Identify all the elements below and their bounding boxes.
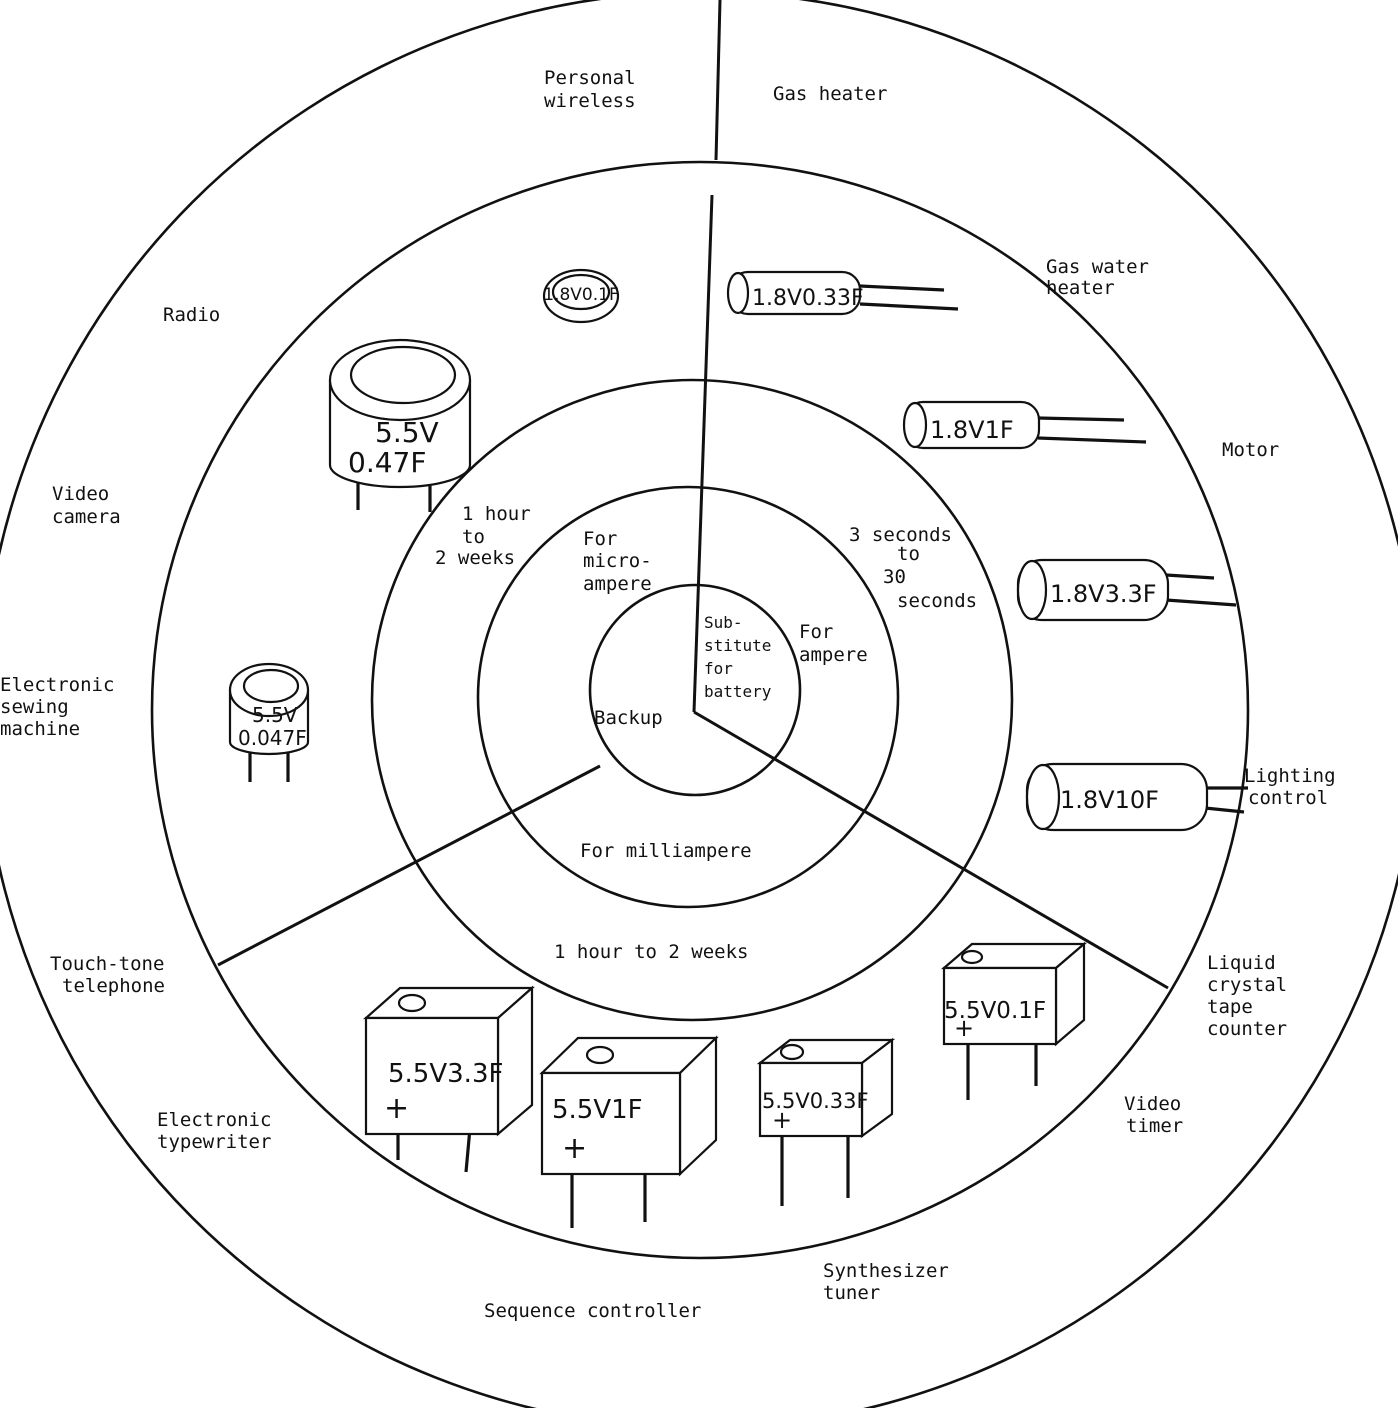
box-capacitor-1: 5.5V3.3F + xyxy=(363,985,535,1173)
box-capacitor-2: 5.5V1F + xyxy=(539,1035,719,1228)
divider-right xyxy=(693,710,1169,990)
cylinder-capacitor-1: 1.8V0.33F xyxy=(726,270,959,316)
center-backup: Backup xyxy=(594,707,663,729)
first-ring xyxy=(476,485,900,909)
cylinder-capacitor-1-rating: 1.8V0.33F xyxy=(752,286,864,311)
coin-capacitor: 1.8V0.1F xyxy=(542,268,620,324)
box-capacitor-1-plus: + xyxy=(384,1091,409,1126)
box-capacitor-2-plus: + xyxy=(562,1131,587,1166)
divider-left xyxy=(217,764,601,967)
label-motor: Motor xyxy=(1222,439,1279,461)
cylinder-capacitor-2-rating: 1.8V1F xyxy=(930,416,1014,444)
box-capacitor-3-rating: 5.5V0.33F xyxy=(762,1089,869,1113)
box-capacitor-4: 5.5V0.1F + xyxy=(941,941,1087,1100)
cylinder-capacitor-3-rating: 1.8V3.3F xyxy=(1050,580,1157,608)
sector-dividers xyxy=(217,0,1169,990)
divider-top-outer xyxy=(714,0,722,161)
center-ring xyxy=(588,583,802,797)
label-radio: Radio xyxy=(163,304,220,326)
label-sequence-controller: Sequence controller xyxy=(484,1300,701,1322)
current-milli: For milliampere xyxy=(580,840,752,862)
cylinder-capacitor-3: 1.8V3.3F xyxy=(1016,558,1237,622)
box-capacitor-3-plus: + xyxy=(772,1106,792,1134)
cylinder-capacitor-4: 1.8V10F xyxy=(1025,762,1248,832)
label-gas-heater: Gas heater xyxy=(773,83,887,105)
box-capacitor-4-plus: + xyxy=(954,1014,974,1042)
cylinder-capacitor-4-rating: 1.8V10F xyxy=(1060,786,1159,814)
cylinder-capacitor-2: 1.8V1F xyxy=(902,400,1147,450)
coin-capacitor-rating: 1.8V0.1F xyxy=(543,285,618,305)
box-capacitor-1-rating: 5.5V3.3F xyxy=(388,1059,503,1089)
box-capacitor-2-rating: 5.5V1F xyxy=(552,1095,643,1125)
divider-top-inner xyxy=(692,194,714,713)
duration-bottom: 1 hour to 2 weeks xyxy=(554,941,748,963)
box-capacitor-4-rating: 5.5V0.1F xyxy=(944,998,1046,1024)
third-ring xyxy=(150,160,1250,1260)
box-capacitor-3: 5.5V0.33F + xyxy=(756,1037,896,1206)
second-ring xyxy=(370,378,1014,1022)
